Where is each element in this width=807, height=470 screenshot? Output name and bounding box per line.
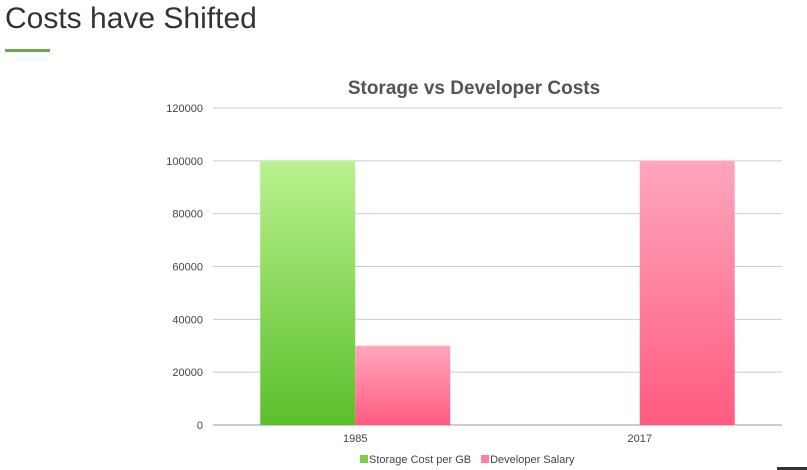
legend-label: Developer Salary: [490, 454, 575, 466]
y-tick-label: 100000: [166, 156, 203, 168]
bar-developer-salary-2017: [639, 160, 735, 426]
y-axis-ticks: 0 20000 40000 60000 80000 100000 120000: [166, 103, 203, 432]
x-axis-ticks: 1985 2017: [343, 433, 652, 445]
slide-title: Costs have Shifted: [5, 2, 257, 35]
x-tick-label: 1985: [343, 433, 367, 445]
legend-swatch: [360, 455, 368, 463]
y-tick-label: 20000: [172, 367, 203, 379]
legend-swatch: [481, 455, 490, 463]
chart-title: Storage vs Developer Costs: [348, 78, 600, 99]
y-tick-label: 60000: [172, 262, 203, 274]
title-underline: [5, 49, 50, 52]
y-tick-label: 0: [197, 420, 203, 432]
y-tick-label: 80000: [172, 209, 203, 221]
y-tick-label: 40000: [172, 314, 203, 326]
bars: [260, 160, 735, 426]
legend-label: Storage Cost per GB: [369, 454, 471, 466]
bar-developer-salary-1985: [355, 345, 451, 425]
corner-mark: [777, 467, 807, 470]
bar-storage-cost-per-gb-1985: [260, 160, 356, 426]
x-tick-label: 2017: [628, 433, 652, 445]
y-tick-label: 120000: [166, 103, 203, 115]
legend: Storage Cost per GB Developer Salary: [360, 454, 575, 466]
